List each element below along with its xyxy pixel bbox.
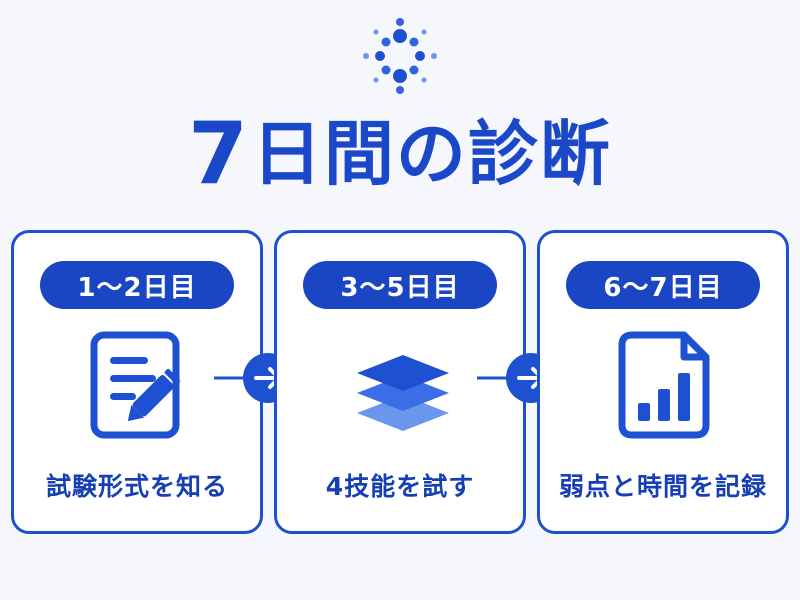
step-card-2: 3〜5日目 4技能を試す: [274, 230, 526, 534]
step-badge: 3〜5日目: [303, 261, 497, 309]
step-label: 弱点と時間を記録: [558, 472, 767, 501]
page-title: 7 日間の診断: [0, 104, 800, 204]
sparkle-logo-icon: [363, 18, 437, 94]
step-label: 4技能を試す: [325, 472, 475, 501]
layers-icon: [357, 355, 449, 431]
step-badge: 1〜2日目: [40, 261, 234, 309]
document-edit-icon: [90, 331, 181, 439]
step-card-3: 6〜7日目 弱点と時間を記録: [537, 230, 789, 534]
step-label: 試験形式を知る: [45, 472, 228, 501]
bar-chart-document-icon: [618, 331, 710, 439]
title-text: 日間の診断: [251, 113, 612, 195]
step-card-1: 1〜2日目 試験形式を知る: [11, 230, 263, 534]
step-badge: 6〜7日目: [566, 261, 760, 309]
title-number: 7: [188, 104, 248, 204]
